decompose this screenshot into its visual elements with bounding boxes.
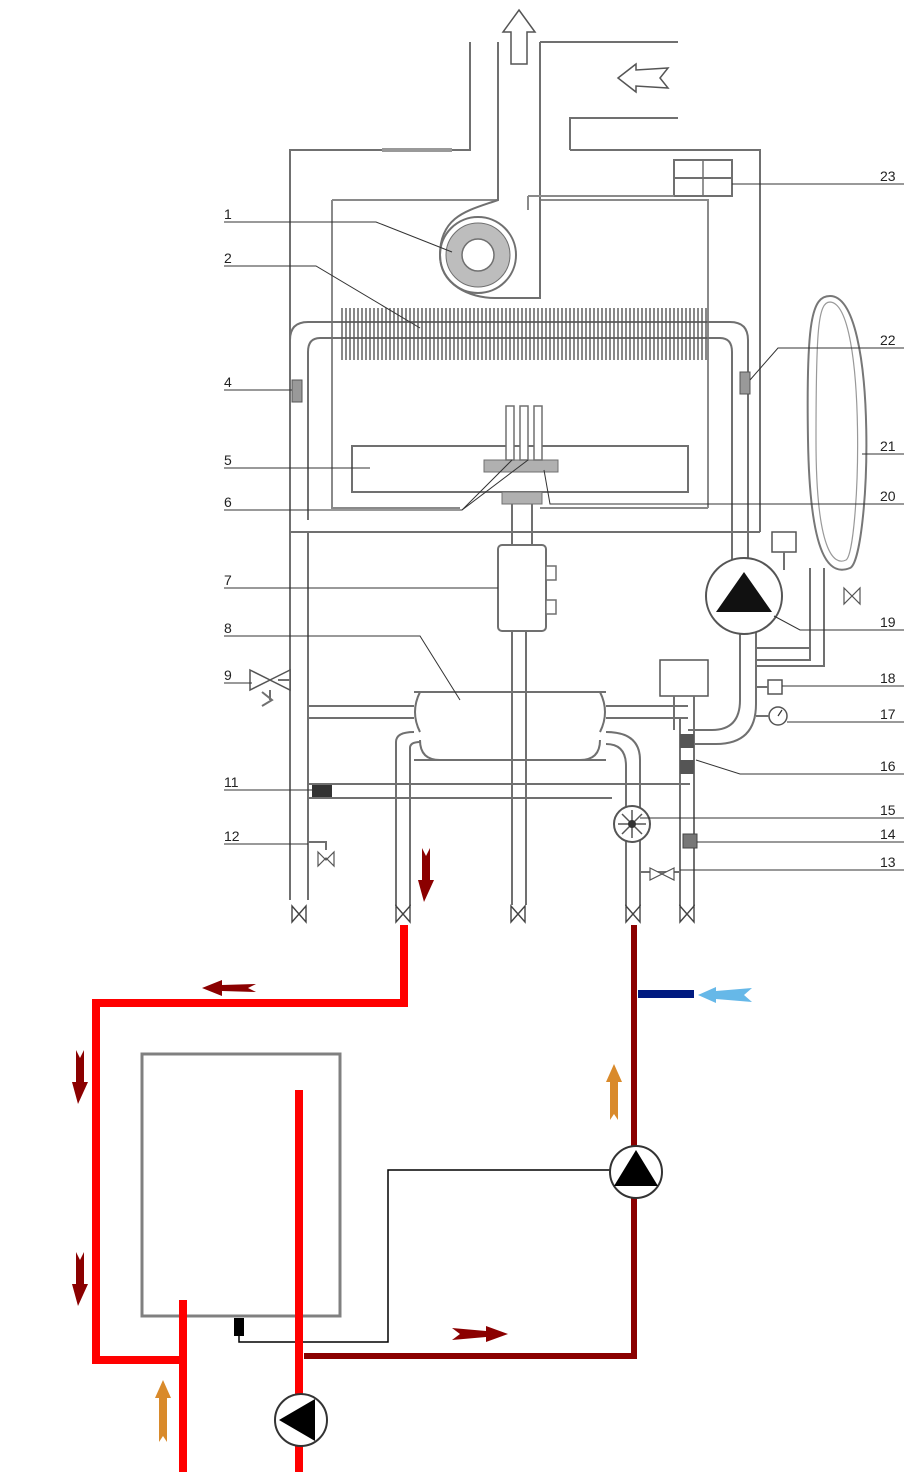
label-14: 14 — [880, 826, 896, 842]
tap-valve — [395, 904, 411, 924]
flow-arrow-down-2 — [72, 1050, 88, 1104]
label-12: 12 — [224, 828, 240, 844]
tap-valve — [510, 904, 526, 924]
label-21: 21 — [880, 438, 896, 454]
label-5: 5 — [224, 452, 232, 468]
expansion-vessel — [756, 294, 868, 667]
sensor-wire — [238, 1169, 610, 1343]
label-15: 15 — [880, 802, 896, 818]
label-1: 1 — [224, 206, 232, 222]
label-4: 4 — [224, 374, 232, 390]
label-7: 7 — [224, 572, 232, 588]
label-9: 9 — [224, 667, 232, 683]
connection-taps — [291, 904, 695, 924]
label-18: 18 — [880, 670, 896, 686]
dhw-arrow-up-1 — [606, 1064, 622, 1120]
boiler-pump — [705, 531, 811, 649]
label-20: 20 — [880, 488, 896, 504]
gas-valve — [497, 491, 557, 905]
leader-lines — [224, 183, 904, 871]
air-intake-arrow — [616, 62, 670, 94]
combustion-chamber — [331, 199, 709, 509]
cold-water-arrow — [698, 987, 752, 1003]
circuit-pump — [609, 1145, 663, 1199]
ignition-electrodes — [505, 405, 543, 461]
flow-switch — [659, 659, 709, 774]
external-circuit — [72, 848, 752, 1472]
diverter-valve — [613, 805, 651, 843]
label-11: 11 — [224, 774, 239, 790]
flow-arrow-down-1 — [418, 848, 434, 902]
flow-arrow-left — [202, 980, 256, 996]
drain-cock — [308, 841, 335, 868]
fan — [438, 158, 541, 299]
automatic-air-vent — [756, 679, 783, 695]
dhw-plate-exchanger — [414, 691, 606, 761]
cylinder-sensor — [234, 1318, 244, 1336]
label-23: 23 — [880, 168, 896, 184]
label-8: 8 — [224, 620, 232, 636]
flow-arrow-down-3 — [72, 1252, 88, 1306]
dhw-pump — [274, 1393, 328, 1447]
flow-temperature-sensor — [739, 371, 751, 395]
pressure-gauge — [756, 706, 788, 726]
label-17: 17 — [880, 706, 896, 722]
filling-tap — [649, 867, 675, 881]
dhw-arrow-up-2 — [155, 1380, 171, 1442]
air-pressure-switch — [527, 159, 733, 210]
label-19: 19 — [880, 614, 896, 630]
label-13: 13 — [880, 854, 896, 870]
water-filter — [682, 833, 698, 849]
label-22: 22 — [880, 332, 896, 348]
heat-exchanger-fins — [341, 308, 707, 360]
safety-valve — [249, 668, 291, 707]
tap-valve — [679, 904, 695, 924]
tap-valve — [625, 904, 641, 924]
heat-exchanger — [289, 308, 749, 560]
overheat-thermostat — [291, 379, 303, 403]
heating-return-pipes — [289, 532, 690, 906]
label-2: 2 — [224, 250, 232, 266]
bypass — [312, 785, 332, 797]
flow-arrow-right — [452, 1326, 508, 1342]
hot-water-cylinder — [140, 1052, 342, 1318]
tap-valve — [291, 904, 307, 924]
flue-exhaust-arrow — [501, 8, 537, 65]
primary-return-pipe — [304, 925, 637, 1359]
label-6: 6 — [224, 494, 232, 510]
label-16: 16 — [880, 758, 896, 774]
